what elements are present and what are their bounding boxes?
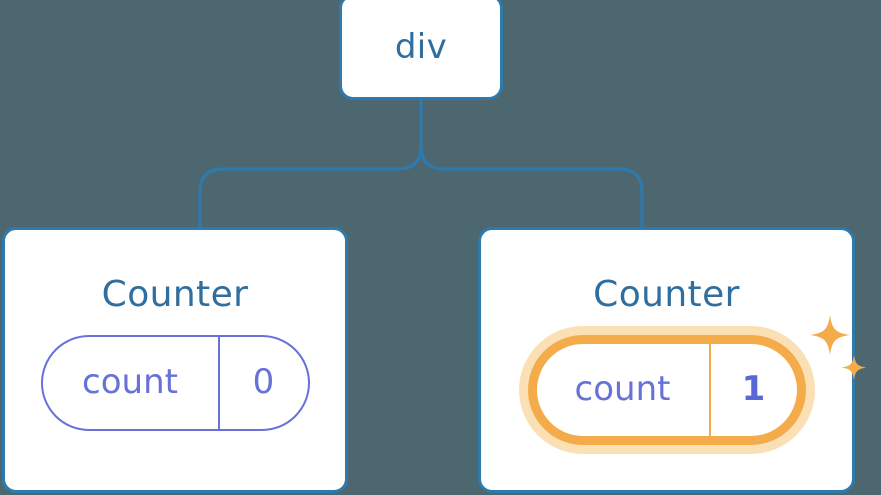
sparkle-small-icon — [841, 355, 866, 380]
state-pill-right-wrap: count 1 — [527, 315, 866, 445]
node-div[interactable]: div — [339, 0, 503, 100]
sparkles-group — [809, 315, 866, 380]
node-counter-right[interactable]: Counter count 1 — [478, 227, 866, 493]
state-key-left: count — [82, 361, 178, 402]
state-key-right: count — [574, 368, 671, 409]
node-counter-left-label: Counter — [101, 274, 249, 315]
sparkle-icon — [809, 315, 850, 355]
state-pill-left-wrap: count 0 — [40, 335, 310, 431]
node-counter-left[interactable]: Counter count 0 — [2, 227, 348, 493]
state-value-left: 0 — [217, 337, 308, 429]
edge-root-to-right-counter — [419, 98, 644, 229]
edge-root-to-left-counter — [198, 98, 423, 229]
node-counter-right-label: Counter — [593, 274, 740, 315]
state-pill-left[interactable]: count 0 — [40, 335, 310, 431]
state-value-right: 1 — [708, 344, 797, 436]
state-pill-right[interactable]: count 1 — [527, 335, 806, 445]
node-div-label: div — [394, 27, 448, 67]
